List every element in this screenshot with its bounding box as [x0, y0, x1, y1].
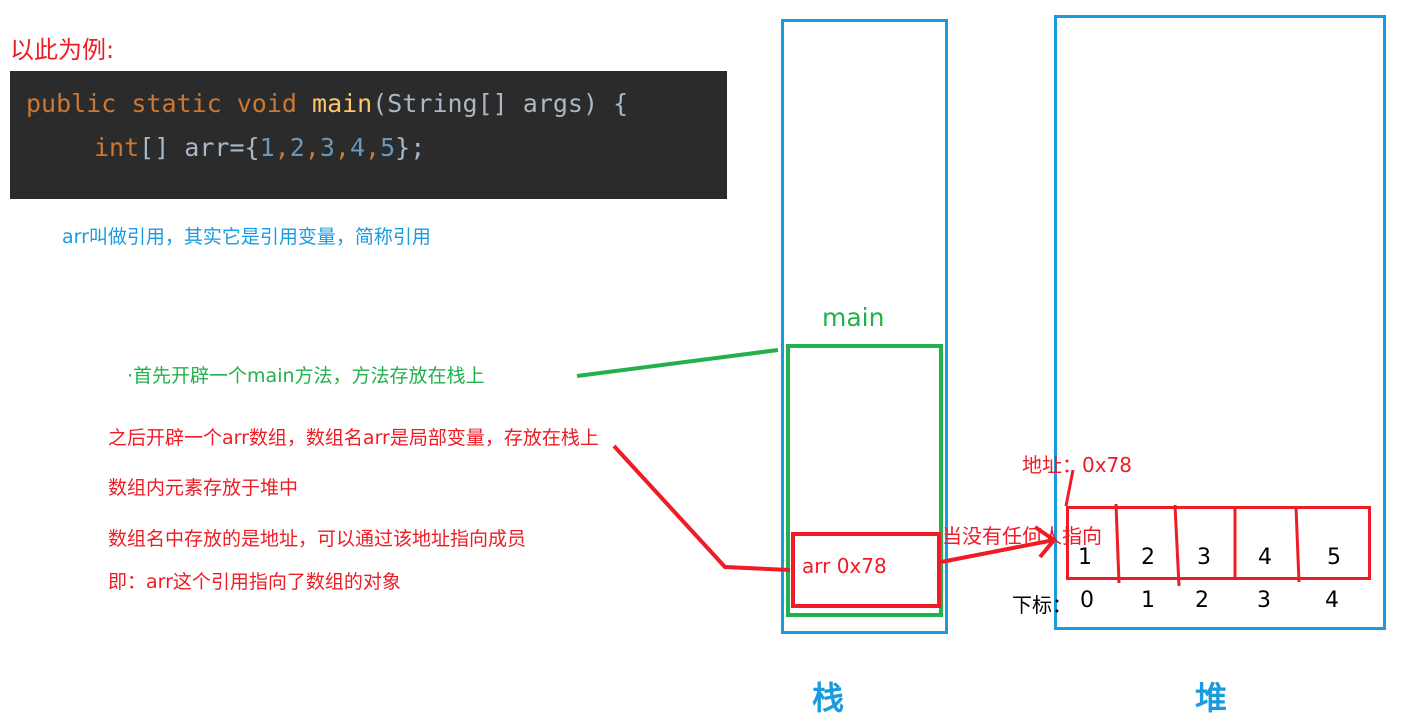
array-index: 0: [1080, 588, 1094, 613]
array-index: 4: [1325, 588, 1339, 613]
code-token: public: [26, 89, 117, 118]
code-line-1: public static void main(String[] args) {: [26, 89, 628, 118]
note-address: 数组名中存放的是地址，可以通过该地址指向成员: [108, 528, 527, 550]
code-token: 5: [380, 133, 396, 162]
cell-divider: [1114, 503, 1121, 584]
example-title: 以此为例:: [10, 36, 115, 64]
stack-region: [781, 19, 948, 634]
address-pointer-line: [1064, 469, 1075, 507]
code-token: main: [312, 89, 373, 118]
heap-annotation: 当没有任何人指向: [942, 524, 1102, 548]
arr-connector-line: [612, 444, 791, 572]
pointer-arrow: [940, 538, 1055, 564]
note-reference: arr叫做引用，其实它是引用变量，简称引用: [62, 226, 431, 248]
note-heap: 数组内元素存放于堆中: [108, 477, 299, 499]
array-element: 1: [1078, 545, 1092, 570]
code-token: int: [94, 133, 140, 162]
note-object: 即：arr这个引用指向了数组的对象: [108, 571, 401, 593]
array-element: 2: [1141, 545, 1155, 570]
code-token: 2: [289, 133, 305, 162]
main-stack-frame: [786, 344, 943, 617]
index-label: 下标：: [1012, 593, 1072, 617]
heap-label: 堆: [1195, 679, 1228, 717]
code-token: 1: [259, 133, 275, 162]
code-line-2: int[] arr={1,2,3,4,5};: [94, 133, 426, 162]
code-block: public static void main(String[] args) {…: [10, 71, 727, 199]
code-token: (String[] args) {: [372, 89, 629, 118]
array-index: 2: [1195, 588, 1209, 613]
cell-divider: [1173, 504, 1181, 587]
heap-region: [1054, 15, 1386, 630]
code-token: };: [395, 133, 426, 162]
array-element: 4: [1258, 545, 1272, 570]
array-index: 1: [1141, 588, 1155, 613]
heap-array: [1066, 506, 1371, 580]
code-token: {: [244, 133, 260, 162]
array-index: 3: [1257, 588, 1271, 613]
stack-label: 栈: [812, 679, 845, 717]
code-token: static: [131, 89, 222, 118]
array-element: 5: [1327, 545, 1341, 570]
main-connector-line: [576, 348, 779, 378]
note-main: ·首先开辟一个main方法，方法存放在栈上: [127, 365, 485, 387]
note-arr: 之后开辟一个arr数组，数组名arr是局部变量，存放在栈上: [108, 427, 599, 449]
cell-divider: [1294, 506, 1301, 583]
arrow-head-icon: [1033, 525, 1057, 559]
code-token: 4: [349, 133, 366, 162]
main-frame-label: main: [822, 303, 885, 332]
arr-variable-box: [791, 532, 941, 608]
code-token: [] arr=: [139, 133, 245, 162]
array-element: 3: [1197, 545, 1211, 570]
code-token: 3: [319, 133, 335, 162]
heap-address: 地址：0x78: [1022, 453, 1133, 477]
arr-variable-text: arr 0x78: [802, 554, 887, 578]
code-token: void: [236, 89, 297, 118]
